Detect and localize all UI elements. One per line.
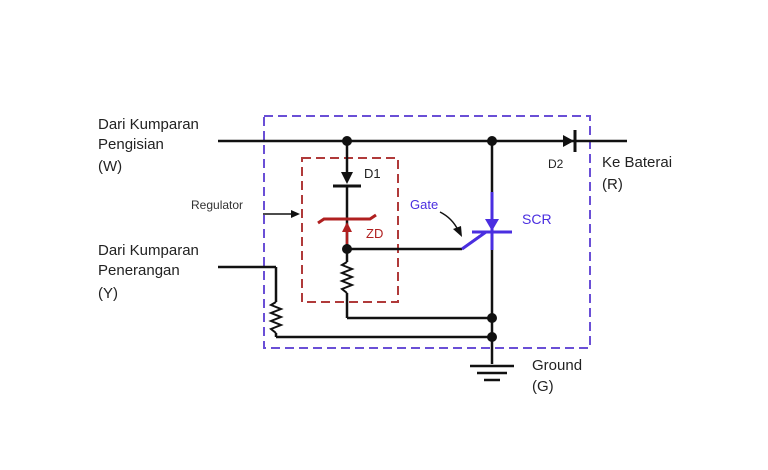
regulator-pointer-arrow [263, 210, 300, 218]
scr-symbol [461, 192, 512, 251]
regulator-rectifier-enclosure [263, 115, 591, 349]
input-y-code: (Y) [98, 285, 118, 302]
wires [218, 139, 627, 364]
regulator-box [301, 157, 399, 303]
input-y-label-line1: Dari Kumparan [98, 242, 199, 259]
diode-d2-label: D2 [548, 157, 564, 171]
ground-code: (G) [532, 378, 554, 395]
gate-label: Gate [410, 197, 438, 212]
ground-label: Ground [532, 357, 582, 374]
ground-symbol [470, 364, 514, 382]
gate-pointer-arrow [439, 211, 462, 237]
output-label: Ke Baterai [602, 154, 672, 171]
diode-d1-label: D1 [364, 166, 381, 181]
resistor-regulator [339, 261, 355, 294]
junction-dots [342, 136, 497, 342]
input-w-code: (W) [98, 158, 122, 175]
input-y-label-line2: Penerangan [98, 262, 180, 279]
zener-label: ZD [366, 226, 383, 241]
output-code: (R) [602, 176, 623, 193]
diode-d2-symbol [563, 130, 577, 152]
input-w-label-line1: Dari Kumparan [98, 116, 199, 133]
zener-diode-symbol [317, 213, 377, 244]
diode-d1-symbol [333, 172, 361, 188]
regulator-label: Regulator [191, 198, 243, 212]
scr-label: SCR [522, 211, 552, 227]
input-w-label-line2: Pengisian [98, 136, 164, 153]
resistor-y-input [268, 301, 284, 334]
